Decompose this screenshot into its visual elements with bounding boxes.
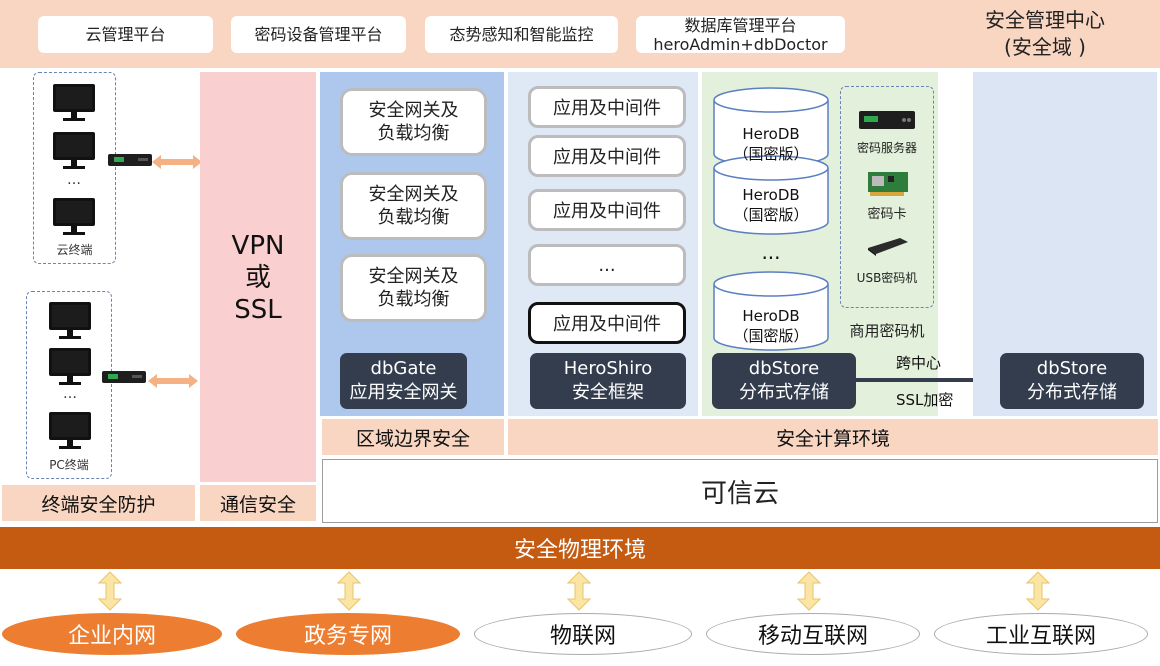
- cloud-terminal-group: [33, 72, 116, 264]
- physical-environment-bar: 安全物理环境: [0, 527, 1160, 569]
- db-platform-line1: 数据库管理平台: [684, 15, 797, 35]
- remote-dbstore-box[interactable]: dbStore 分布式存储: [1000, 353, 1144, 409]
- top-item-database-management[interactable]: 数据库管理平台 heroAdmin+dbDoctor: [636, 15, 845, 54]
- commercial-crypto-label: 商用密码机: [849, 322, 925, 340]
- pc-terminal-group: [26, 291, 112, 479]
- heroshiro-name: HeroShiro: [563, 358, 653, 379]
- herodb-label: HeroDB （国密版）: [733, 307, 809, 345]
- security-center-title-line2: (安全域 ): [1004, 35, 1086, 59]
- computing-environment-label: 安全计算环境: [508, 419, 1158, 455]
- db-platform-line2: heroAdmin+dbDoctor: [653, 34, 828, 54]
- network-government-private[interactable]: 政务专网: [236, 613, 460, 655]
- middleware-box[interactable]: 应用及中间件: [528, 302, 686, 344]
- gateway-box[interactable]: 安全网关及 负载均衡: [340, 254, 487, 322]
- herodb-label: HeroDB （国密版）: [733, 186, 809, 224]
- monitor-icon: [53, 132, 95, 169]
- ssl-text: SSL: [234, 295, 282, 325]
- double-arrow-icon: [152, 155, 202, 169]
- middleware-box[interactable]: 应用及中间件: [528, 86, 686, 128]
- monitor-icon: [49, 348, 91, 385]
- double-arrow-icon: [148, 374, 198, 388]
- monitor-icon: [49, 302, 91, 339]
- network-mobile-internet[interactable]: 移动互联网: [706, 613, 920, 655]
- monitor-icon: [53, 84, 95, 121]
- dbstore-name: dbStore: [748, 358, 820, 379]
- vertical-double-arrow-icon: [797, 571, 821, 611]
- vpn-ssl-text: VPN 或 SSL: [200, 230, 316, 326]
- remote-dbstore-name: dbStore: [1036, 358, 1108, 379]
- gateway-box[interactable]: 安全网关及 负载均衡: [340, 172, 487, 240]
- vertical-double-arrow-icon: [567, 571, 591, 611]
- middleware-box[interactable]: ...: [528, 244, 686, 286]
- cross-center-label: 跨中心: [896, 354, 942, 372]
- security-center-title: 安全管理中心 (安全域 ): [935, 4, 1155, 64]
- security-center-title-line1: 安全管理中心: [985, 8, 1105, 32]
- dbstore-desc: 分布式存储: [739, 382, 829, 403]
- ssl-encryption-label: SSL加密: [896, 391, 954, 409]
- top-item-cloud-management[interactable]: 云管理平台: [38, 16, 213, 53]
- crypto-server-label: 密码服务器: [856, 141, 917, 155]
- heroshiro-box[interactable]: HeroShiro 安全框架: [530, 353, 686, 409]
- pc-terminal-label: PC终端: [49, 458, 89, 472]
- pc-terminal-ellipsis: …: [63, 386, 77, 402]
- remote-dbstore-desc: 分布式存储: [1027, 382, 1117, 403]
- usb-crypto-icon: [868, 238, 908, 256]
- middleware-box[interactable]: 应用及中间件: [528, 135, 686, 177]
- database-cylinder-icon: [713, 155, 829, 235]
- network-enterprise-intranet[interactable]: 企业内网: [2, 613, 222, 655]
- usb-crypto-label: USB密码机: [856, 271, 918, 285]
- security-appliance-icon: [108, 154, 152, 166]
- terminal-security-label: 终端安全防护: [2, 485, 195, 521]
- network-industrial-internet[interactable]: 工业互联网: [934, 613, 1148, 655]
- crypto-server-icon: [859, 111, 915, 129]
- cross-center-link: [856, 378, 1002, 382]
- security-appliance-icon: [102, 371, 146, 383]
- top-item-situation-awareness[interactable]: 态势感知和智能监控: [425, 16, 618, 53]
- crypto-card-label: 密码卡: [867, 207, 907, 222]
- herodb-label: HeroDB （国密版）: [733, 125, 809, 163]
- vpn-text: VPN: [231, 231, 285, 261]
- cloud-terminal-label: 云终端: [56, 243, 93, 257]
- dbgate-box[interactable]: dbGate 应用安全网关: [340, 353, 467, 409]
- monitor-icon: [49, 412, 91, 449]
- heroshiro-desc: 安全框架: [572, 382, 644, 403]
- herodb-ellipsis: ...: [761, 240, 781, 264]
- vertical-double-arrow-icon: [337, 571, 361, 611]
- boundary-security-label: 区域边界安全: [322, 419, 504, 455]
- trusted-cloud-box[interactable]: 可信云: [322, 459, 1158, 523]
- commercial-crypto-group: [840, 86, 934, 308]
- cloud-terminal-ellipsis: …: [67, 172, 81, 188]
- vertical-double-arrow-icon: [98, 571, 122, 611]
- middleware-box[interactable]: 应用及中间件: [528, 189, 686, 231]
- top-item-crypto-device-management[interactable]: 密码设备管理平台: [231, 16, 406, 53]
- database-cylinder-icon: [713, 271, 829, 351]
- dbgate-name: dbGate: [370, 358, 437, 379]
- dbgate-desc: 应用安全网关: [349, 382, 458, 403]
- crypto-card-icon: [868, 172, 908, 196]
- communication-security-label: 通信安全: [200, 485, 316, 521]
- database-cylinder-icon: [713, 87, 829, 167]
- monitor-icon: [53, 198, 95, 235]
- gateway-box[interactable]: 安全网关及 负载均衡: [340, 88, 487, 156]
- communication-column: [200, 72, 316, 482]
- network-iot[interactable]: 物联网: [474, 613, 692, 655]
- or-text: 或: [244, 263, 271, 293]
- dbstore-box[interactable]: dbStore 分布式存储: [712, 353, 856, 409]
- vertical-double-arrow-icon: [1026, 571, 1050, 611]
